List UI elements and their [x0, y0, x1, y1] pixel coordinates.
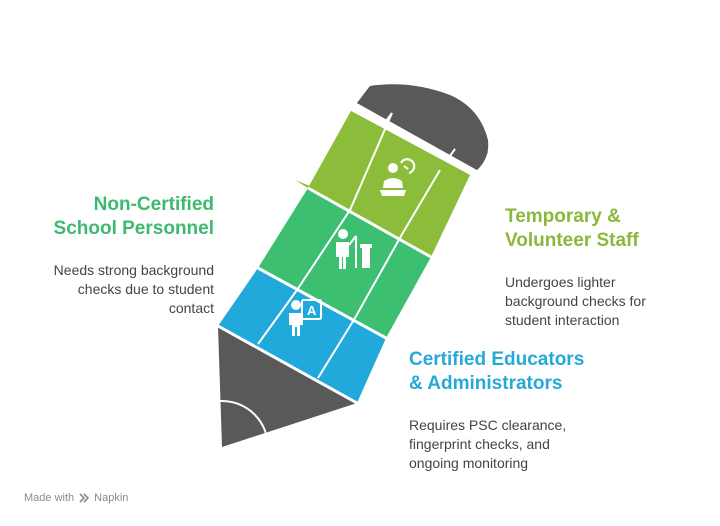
noncertified-description: Needs strong background checks due to st… — [14, 261, 214, 318]
napkin-logo-icon — [79, 493, 90, 503]
temporary-desc-line2: background checks for — [505, 293, 646, 309]
label-certified: Certified Educators & Administrators Req… — [409, 348, 669, 473]
temporary-title: Temporary & Volunteer Staff — [505, 205, 705, 253]
label-noncertified: Non-Certified School Personnel Needs str… — [14, 193, 214, 318]
certified-desc-line2: fingerprint checks, and — [409, 436, 550, 452]
temporary-description: Undergoes lighter background checks for … — [505, 273, 705, 330]
certified-title-line2: & Administrators — [409, 373, 563, 394]
teacher-pointer-icon — [336, 229, 372, 269]
noncertified-title: Non-Certified School Personnel — [14, 193, 214, 241]
temporary-title-line2: Volunteer Staff — [505, 230, 639, 251]
temporary-desc-line1: Undergoes lighter — [505, 274, 616, 290]
made-with-label: Made with — [24, 492, 75, 504]
temporary-desc-line3: student interaction — [505, 312, 620, 328]
label-temporary: Temporary & Volunteer Staff Undergoes li… — [505, 205, 705, 330]
svg-text:A: A — [307, 303, 317, 318]
ferrule-band — [357, 86, 488, 170]
educator-board-icon: A — [289, 299, 322, 336]
segment-certified — [218, 268, 386, 403]
pencil-tip — [218, 326, 357, 447]
napkin-brand: Napkin — [94, 492, 129, 504]
made-with-footer: Made with Napkin — [24, 492, 128, 504]
volunteer-person-icon — [380, 158, 416, 196]
certified-title-line1: Certified Educators — [409, 349, 585, 370]
certified-desc-line1: Requires PSC clearance, — [409, 417, 567, 433]
noncertified-title-line2: School Personnel — [53, 218, 214, 239]
certified-desc-line3: ongoing monitoring — [409, 455, 529, 471]
certified-description: Requires PSC clearance, fingerprint chec… — [409, 416, 669, 473]
noncertified-title-line1: Non-Certified — [93, 194, 214, 215]
noncertified-desc-line1: Needs strong background — [53, 262, 214, 278]
noncertified-desc-line3: contact — [168, 300, 214, 316]
certified-title: Certified Educators & Administrators — [409, 348, 669, 396]
temporary-title-line1: Temporary & — [505, 206, 621, 227]
noncertified-desc-line2: checks due to student — [77, 281, 214, 297]
